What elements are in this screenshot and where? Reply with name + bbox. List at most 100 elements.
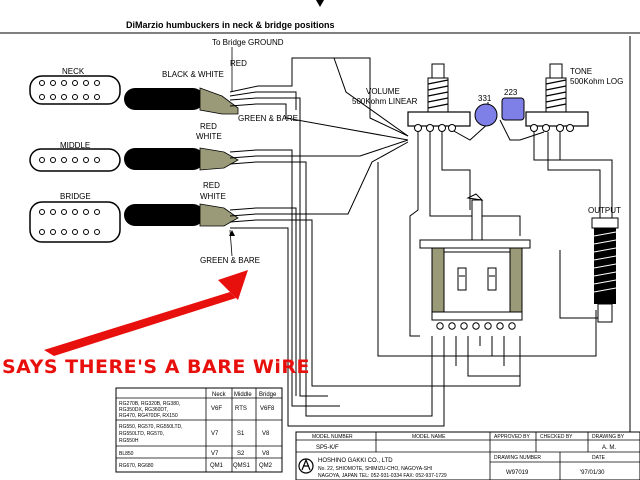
- title-block-grid: [296, 432, 640, 480]
- green-bare-arrowhead: [229, 230, 235, 236]
- volume-value-label: 500Kohm LINEAR: [352, 97, 418, 106]
- bridge-red-label: RED: [203, 181, 220, 190]
- middle-pickup: MIDDLE: [29, 141, 121, 172]
- switch-right-wafer: [509, 247, 523, 319]
- neck-pickup: NECK: [29, 67, 121, 105]
- middle-cable-shield: [199, 147, 239, 171]
- wiring-lines: [229, 36, 631, 480]
- approved-by-label: APPROVED BY: [494, 434, 531, 440]
- bridge-pickup-poles: [39, 209, 100, 235]
- switch-housing: [443, 251, 511, 313]
- neck-cable-shield: [199, 87, 239, 115]
- switch-top-plate: [419, 239, 531, 249]
- company-logo: [298, 458, 314, 474]
- switch-window-right: [487, 267, 497, 291]
- bridge-ground-label: To Bridge GROUND: [212, 38, 284, 47]
- output-jack-nut: [591, 217, 619, 229]
- bridge-cable-jacket: [124, 204, 204, 226]
- table-row-4-neck: QM1: [210, 463, 224, 469]
- top-center-marker: [316, 0, 324, 7]
- capacitor-223-label: 223: [504, 88, 518, 97]
- neck-green-bare-label: GREEN & BARE: [238, 114, 298, 123]
- neck-pickup-poles: [39, 80, 100, 100]
- model-number-label: MODEL NUMBER: [312, 434, 353, 440]
- volume-pot: VOLUME 500Kohm LINEAR: [352, 63, 471, 132]
- switch-lugs: [436, 322, 516, 330]
- bridge-cable: [124, 203, 239, 227]
- capacitor-223: 223: [501, 88, 525, 121]
- table-row-3-model: BL850: [119, 451, 134, 457]
- diagram-title: DiMarzio humbuckers in neck & bridge pos…: [126, 20, 335, 30]
- volume-label: VOLUME: [366, 87, 400, 96]
- drawing-number-value: W97019: [506, 470, 529, 476]
- tone-pot-shaft: [549, 63, 563, 79]
- capacitor-223-body: [501, 97, 525, 121]
- output-jack: OUTPUT: [588, 206, 621, 323]
- tone-pot: TONE 500Kohm LOG: [525, 63, 623, 132]
- table-row-2-model: RG550LTD, RG570,: [119, 431, 164, 437]
- checked-by-label: CHECKED BY: [540, 434, 573, 440]
- output-jack-threads: [593, 231, 617, 293]
- five-way-switch: [419, 193, 531, 330]
- table-row-4-middle: QMS1: [233, 463, 251, 469]
- neck-label: NECK: [62, 67, 85, 76]
- date-label: DATE: [592, 455, 606, 461]
- middle-cable-jacket: [124, 148, 204, 170]
- table-row-3-bridge: V8: [262, 451, 270, 457]
- table-row-1-model: RG470, RG470DF, RX150: [119, 413, 178, 419]
- bridge-label: BRIDGE: [60, 192, 91, 201]
- middle-label: MIDDLE: [60, 141, 90, 150]
- tone-pot-lugs: [530, 124, 574, 132]
- model-table-grid: [116, 388, 282, 472]
- bridge-white-label: WHITE: [200, 192, 226, 201]
- title-block: MODEL NUMBER MODEL NAME SP5-K/F APPROVED…: [295, 431, 640, 480]
- date-value: '97/01/30: [580, 470, 605, 476]
- annotation: SAYS THERE'S A BARE WiRE: [2, 270, 310, 378]
- table-row-1-middle: RTS: [235, 406, 247, 412]
- volume-pot-body: [407, 111, 471, 127]
- switch-window-left: [457, 267, 467, 291]
- table-row-2-neck: V7: [211, 431, 219, 437]
- table-row-3-middle: S2: [237, 451, 245, 457]
- annotation-text: SAYS THERE'S A BARE WiRE: [2, 356, 310, 378]
- table-row-2-middle: S1: [237, 431, 245, 437]
- annotation-arrow-head: [218, 270, 248, 300]
- table-row-2-model: RG550, RG570, RG550LTD,: [119, 424, 183, 430]
- volume-pot-threads: [427, 79, 449, 109]
- table-row-4-bridge: QM2: [259, 463, 273, 469]
- company-address-2: NAGOYA, JAPAN TEL: 052-931-0334 FAX: 052…: [318, 473, 447, 479]
- neck-black-white-label: BLACK & WHITE: [162, 70, 224, 79]
- middle-white-label: WHITE: [196, 132, 222, 141]
- bridge-cable-shield: [199, 203, 239, 227]
- neck-red-label: RED: [230, 59, 247, 68]
- middle-cable: [124, 147, 239, 171]
- tone-pot-threads: [545, 79, 567, 109]
- bridge-pickup: BRIDGE: [29, 192, 121, 243]
- drawing-number-label: DRAWING NUMBER: [494, 455, 541, 461]
- volume-pot-lugs: [414, 124, 456, 132]
- bridge-green-bare-label: GREEN & BARE: [200, 256, 260, 265]
- middle-red-label: RED: [200, 122, 217, 131]
- volume-pot-shaft: [431, 63, 445, 79]
- table-row-1-model: RG350DX, RG360DT,: [119, 407, 168, 413]
- model-number-value: SP5-K/F: [316, 445, 339, 451]
- annotation-arrow-shaft: [44, 292, 236, 356]
- table-row-1-neck: V6F: [211, 406, 222, 412]
- switch-lever-tip: [466, 193, 484, 201]
- output-label: OUTPUT: [588, 206, 621, 215]
- tone-label: TONE: [570, 67, 592, 76]
- table-row-1-model: RG270B, RG320B, RG380,: [119, 401, 180, 407]
- table-row-3-neck: V7: [211, 451, 219, 457]
- table-row-2-bridge: V8: [262, 431, 270, 437]
- pickup-lead-labels: To Bridge GROUND RED BLACK & WHITE GREEN…: [162, 38, 298, 265]
- output-jack-lugs: [597, 303, 613, 323]
- capacitor-331-body: [474, 103, 498, 127]
- table-row-1-bridge: V6F8: [260, 406, 275, 412]
- switch-bottom-plate: [431, 311, 523, 321]
- tone-value-label: 500Kohm LOG: [570, 77, 623, 86]
- capacitor-331: 331: [474, 94, 498, 127]
- switch-left-wafer: [431, 247, 445, 319]
- drawing-by-value: A. M.: [602, 445, 616, 451]
- capacitor-331-label: 331: [478, 94, 492, 103]
